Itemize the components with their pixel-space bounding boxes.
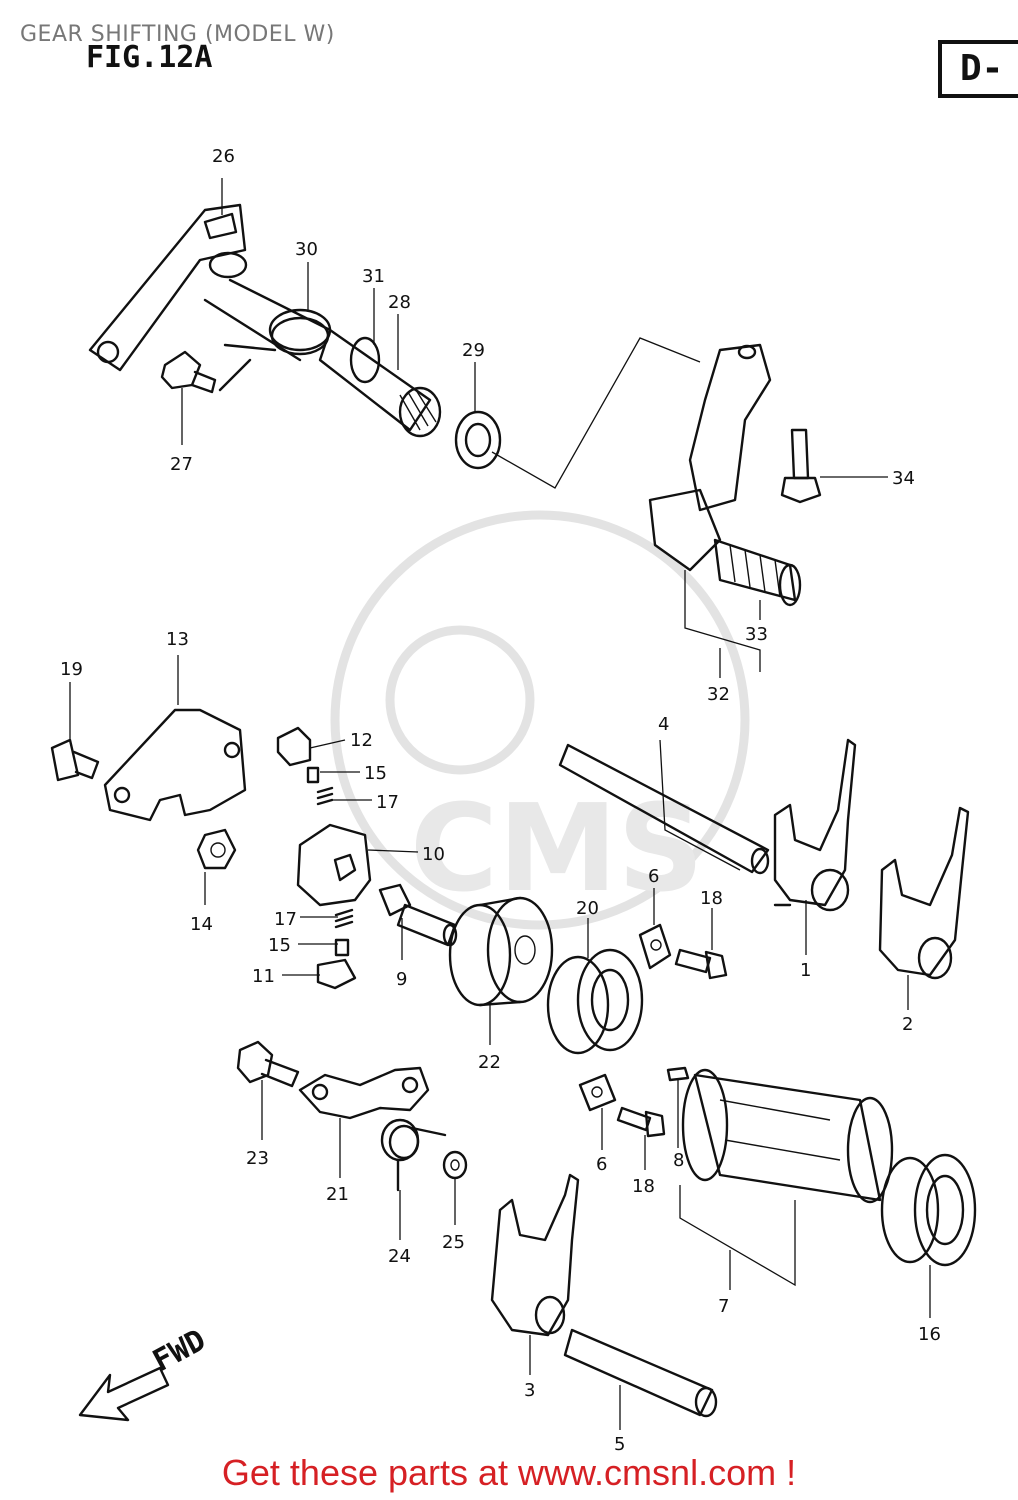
part-27-bolt — [160, 350, 217, 394]
diagram-caption: GEAR SHIFTING (MODEL W) — [20, 22, 335, 47]
part-20-bearing — [546, 948, 644, 1055]
part-13-stopper-plate — [103, 708, 247, 822]
part-5-fork-shaft — [563, 1328, 718, 1418]
callout-21: 21 — [326, 1184, 349, 1205]
part-17-spring — [316, 786, 354, 929]
callout-6a: 6 — [648, 866, 659, 887]
callout-19: 19 — [60, 659, 83, 680]
part-21-lever — [298, 1066, 430, 1120]
callout-18a: 18 — [700, 888, 723, 909]
part-19-screw — [50, 738, 100, 782]
callout-31: 31 — [362, 266, 385, 287]
figure-number: FIG.12A — [86, 40, 213, 75]
callout-1: 1 — [800, 960, 811, 981]
part-4-fork-shaft — [558, 743, 770, 875]
part-3-shift-fork — [490, 1173, 580, 1337]
callout-labels: 26 30 31 28 29 27 34 33 32 13 19 14 12 1… — [60, 146, 941, 1455]
part-12-cap — [276, 726, 312, 767]
part-28-shift-shaft — [318, 328, 442, 438]
callout-7: 7 — [718, 1296, 729, 1317]
watermark-text: CMS — [410, 780, 704, 919]
part-32-gearshift-lever — [648, 343, 772, 572]
part-23-bolt — [236, 1040, 300, 1088]
callout-10: 10 — [422, 844, 445, 865]
part-26-shift-shaft-plate — [88, 203, 332, 372]
callout-3: 3 — [524, 1380, 535, 1401]
forward-direction-arrow: FWD — [78, 1323, 212, 1422]
callout-14: 14 — [190, 914, 213, 935]
callout-15a: 15 — [364, 763, 387, 784]
callout-27: 27 — [170, 454, 193, 475]
callout-11: 11 — [252, 966, 275, 987]
callout-17b: 17 — [274, 909, 297, 930]
part-15-pin — [306, 766, 350, 957]
part-7-shift-cam — [681, 1068, 894, 1204]
callout-22: 22 — [478, 1052, 501, 1073]
callout-9: 9 — [396, 969, 407, 990]
callout-17a: 17 — [376, 792, 399, 813]
callout-29: 29 — [462, 340, 485, 361]
part-18-screw — [616, 948, 728, 1138]
callout-32: 32 — [707, 684, 730, 705]
callout-23: 23 — [246, 1148, 269, 1169]
callout-4: 4 — [658, 714, 669, 735]
callout-8: 8 — [673, 1150, 684, 1171]
callout-33: 33 — [745, 624, 768, 645]
callout-5: 5 — [614, 1434, 625, 1455]
callout-34: 34 — [892, 468, 915, 489]
callout-6b: 6 — [596, 1154, 607, 1175]
callout-2: 2 — [902, 1014, 913, 1035]
callout-28: 28 — [388, 292, 411, 313]
callout-26: 26 — [212, 146, 235, 167]
callout-16: 16 — [918, 1324, 941, 1345]
callout-18b: 18 — [632, 1176, 655, 1197]
callout-15b: 15 — [268, 935, 291, 956]
part-14-nut — [196, 828, 237, 870]
part-22-cam-plate — [448, 896, 554, 1007]
callout-13: 13 — [166, 629, 189, 650]
callout-30: 30 — [295, 239, 318, 260]
part-16-bearing — [880, 1153, 977, 1267]
callout-20: 20 — [576, 898, 599, 919]
part-11-pawl — [316, 958, 357, 990]
part-25-washer — [442, 1150, 468, 1180]
assembly-line — [491, 337, 701, 489]
part-29-oil-seal — [454, 410, 502, 470]
callout-25: 25 — [442, 1232, 465, 1253]
cms-watermark: CMS — [330, 510, 750, 930]
part-6-plate — [578, 923, 672, 1112]
part-10-cam-guide — [296, 823, 372, 907]
section-tag: D- — [938, 40, 1018, 98]
part-2-shift-fork — [878, 806, 970, 980]
leader-lines — [69, 178, 931, 1430]
part-24-spring — [380, 1118, 447, 1192]
part-33-shift-rubber — [713, 538, 802, 607]
part-8-pin — [666, 1066, 690, 1082]
footer-link-text[interactable]: Get these parts at www.cmsnl.com ! — [221, 1452, 797, 1493]
part-34-pivot-bolt — [780, 428, 822, 504]
callout-24: 24 — [388, 1246, 411, 1267]
part-31-circlip — [349, 336, 381, 384]
part-1-shift-fork — [773, 738, 857, 912]
callout-12: 12 — [350, 730, 373, 751]
